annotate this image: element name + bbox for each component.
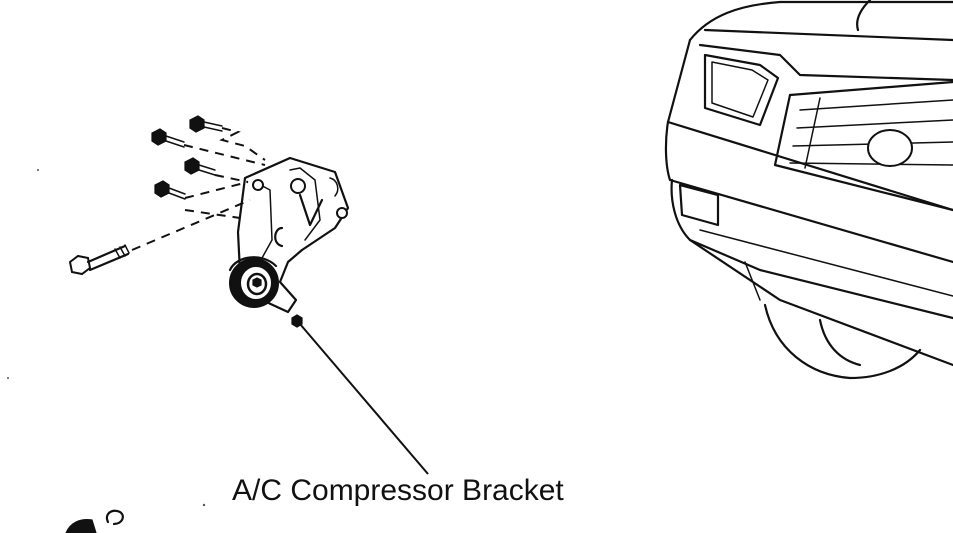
partial-part-icon <box>65 509 124 533</box>
idler-pulley-icon <box>228 256 279 308</box>
speck <box>7 377 9 379</box>
bracket-lower-bolt-icon <box>291 314 303 328</box>
bolt-icon <box>68 115 223 276</box>
speck <box>202 503 206 507</box>
compressor-bracket-label: A/C Compressor Bracket <box>232 474 564 507</box>
alignment-lines <box>131 127 266 251</box>
vehicle-front-icon <box>664 0 953 380</box>
speck <box>37 169 39 171</box>
leader-line <box>299 323 429 475</box>
